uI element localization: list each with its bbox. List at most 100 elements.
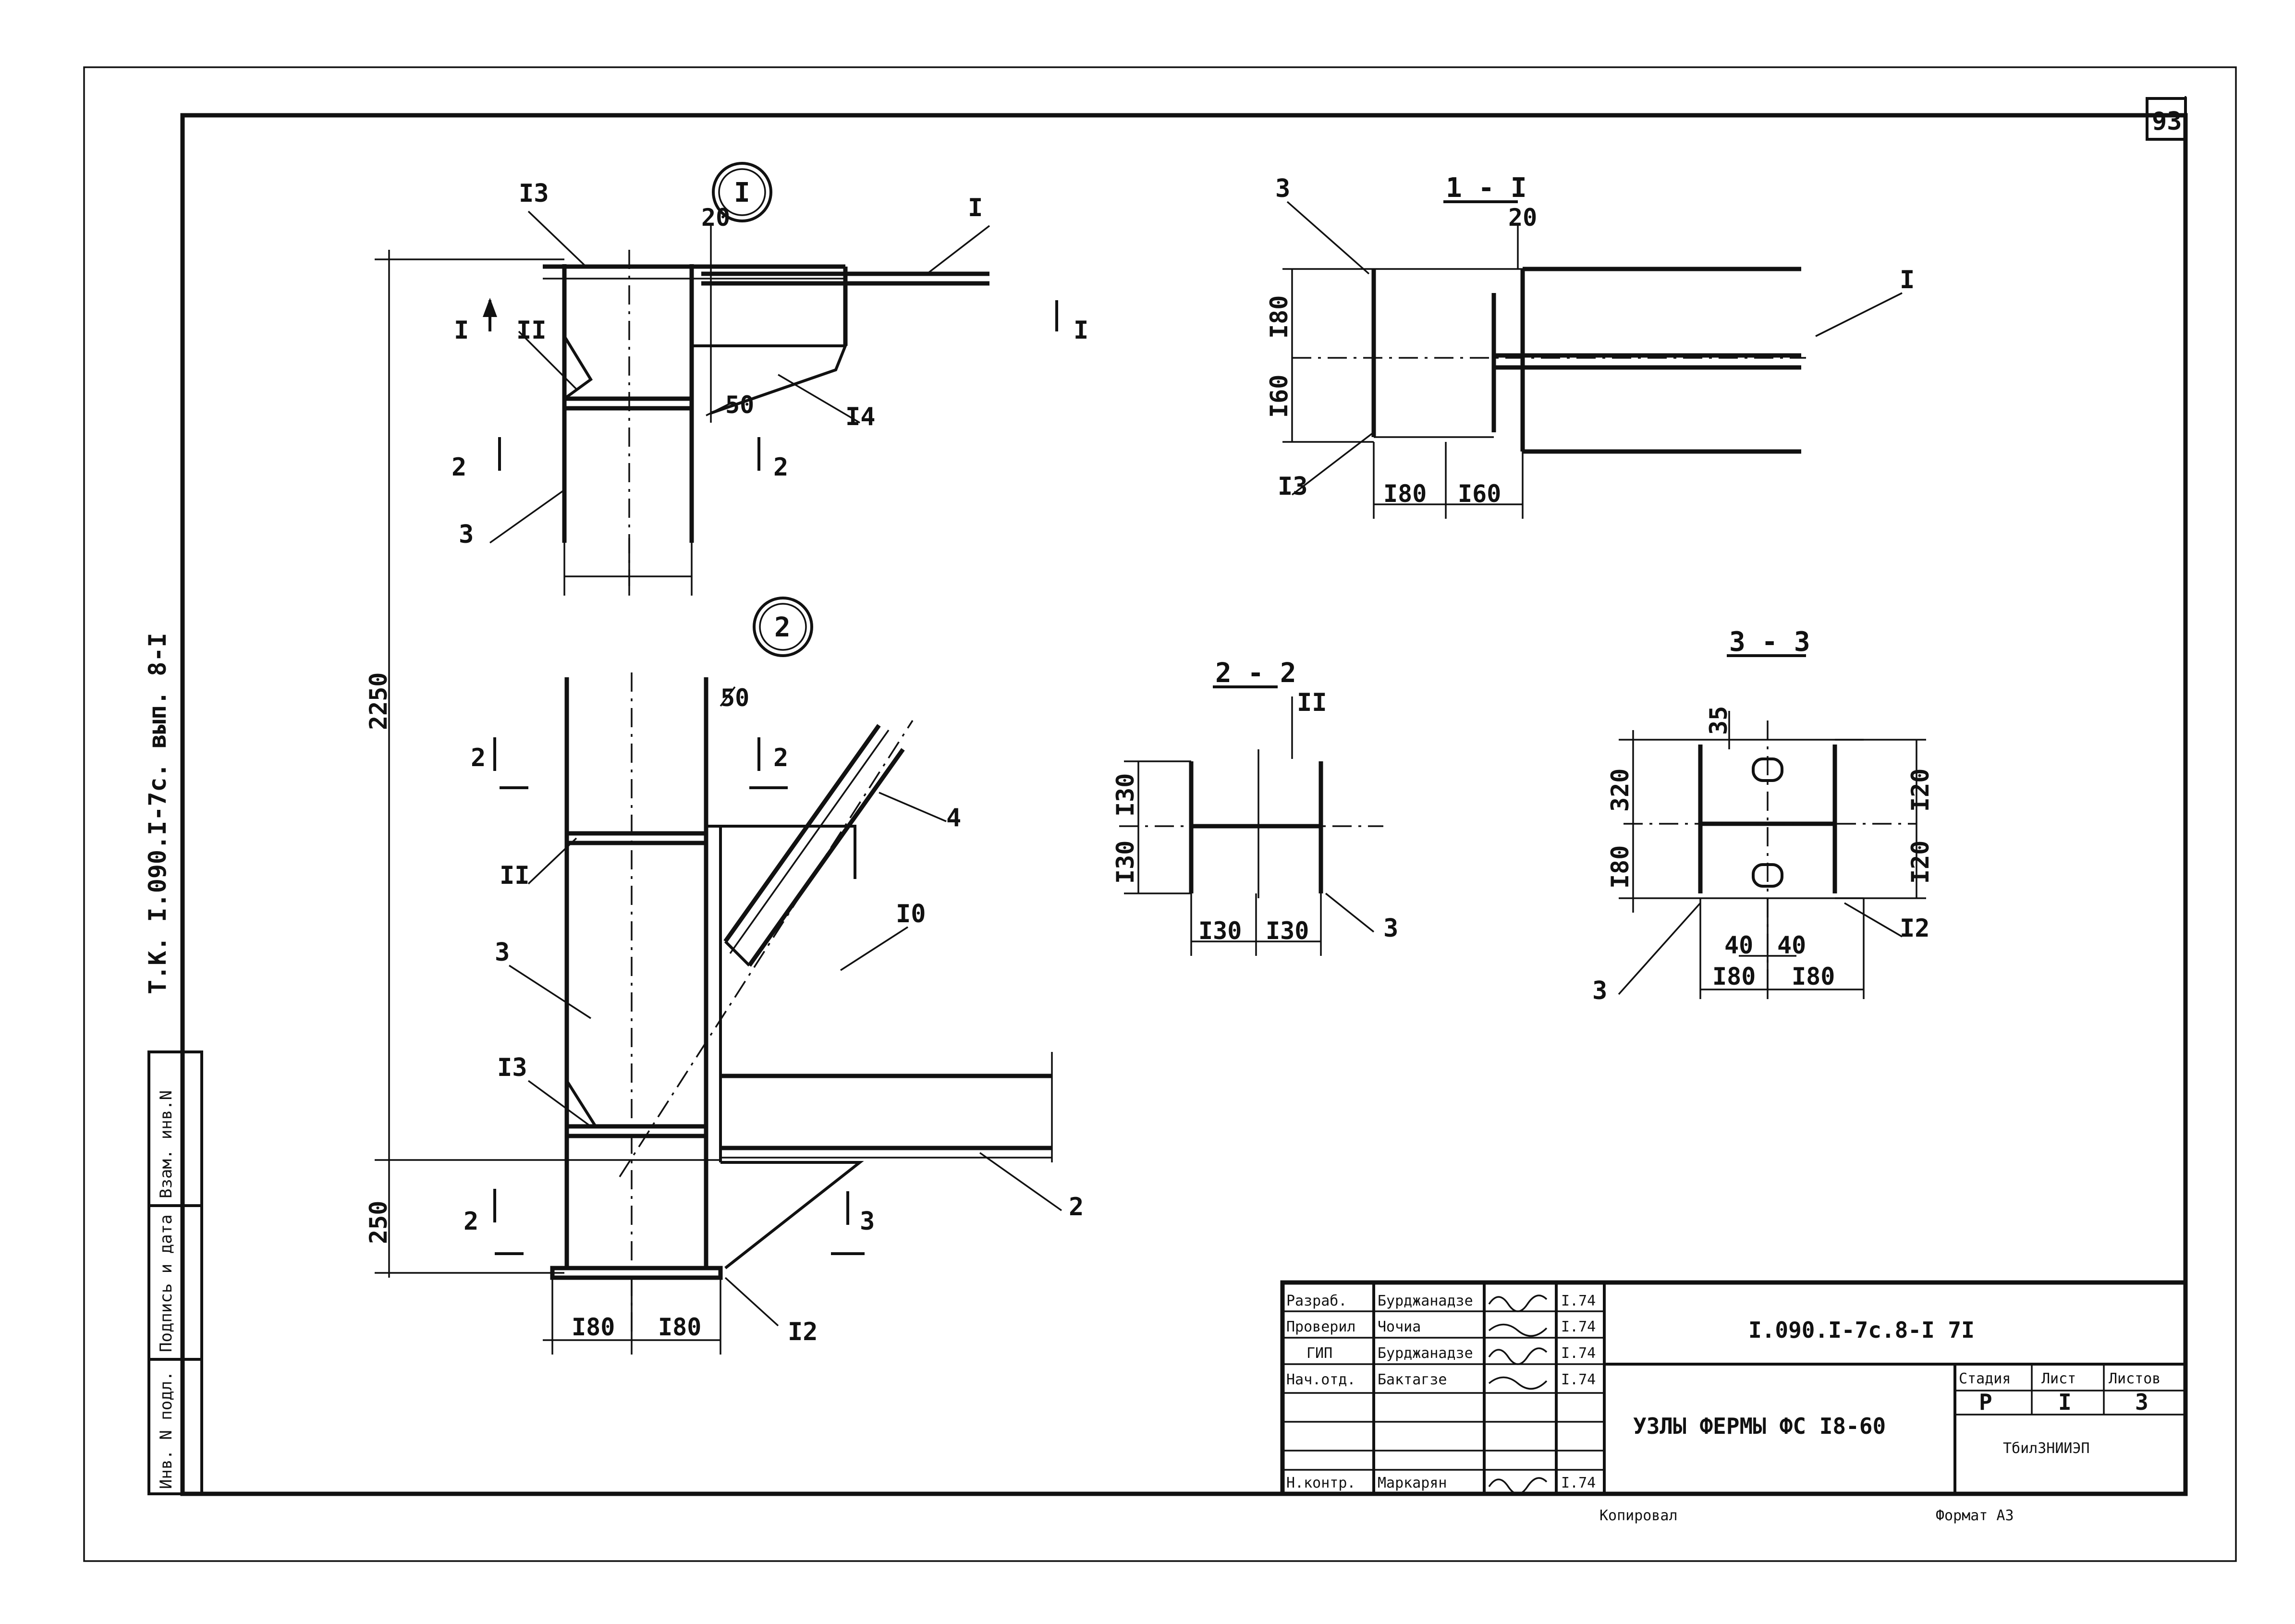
tb-role: Разраб.: [1286, 1293, 1347, 1309]
tb-header-sheets: Листов: [2109, 1370, 2161, 1387]
sheet-number: 93: [2152, 107, 2182, 136]
section-1-1-dim: I80: [1383, 480, 1427, 508]
doc-code: I.090.I-7с.8-I 7I: [1748, 1317, 1975, 1343]
section-3-3-dim: I80: [1712, 963, 1756, 990]
node-1-label: 2: [452, 453, 466, 482]
side-stamp: Инв. N подл. Подпись и дата Взам. инв.N: [147, 1050, 203, 1495]
section-2-2: 2 - 2 II 3 I30 I30 I30 I30: [1111, 658, 1398, 956]
tb-name: Маркарян: [1378, 1475, 1447, 1491]
tb-role: Проверил: [1286, 1319, 1356, 1335]
section-1-1-dim: I60: [1265, 375, 1293, 418]
section-3-3: 3 - 3 35 3 I2 320 I80 I20 I20 40 40 I80 …: [1592, 626, 1934, 1005]
section-2-2-label: 3: [1383, 914, 1398, 943]
node-2-dim: I80: [572, 1313, 615, 1341]
side-reference: Т.К. I.090.I-7с. вып. 8-I: [144, 633, 171, 994]
section-3-3-dim: 40: [1724, 931, 1753, 959]
tb-date: I.74: [1561, 1293, 1596, 1309]
section-1-1-label: 3: [1275, 174, 1290, 203]
node-1-label: I: [454, 316, 469, 345]
section-3-3-label: 35: [1705, 706, 1733, 735]
overall-dim-250: 250: [365, 1201, 392, 1244]
stamp-inv-no: Инв. N подл.: [157, 1371, 176, 1489]
signature: [1488, 1477, 1548, 1495]
stamp-sign-date: Подпись и дата: [157, 1214, 176, 1352]
node-2-label: 2: [471, 744, 486, 772]
section-3-3-dim: 320: [1606, 769, 1634, 812]
node-2-label: 2: [464, 1207, 478, 1236]
section-3-3-dim: I80: [1792, 963, 1835, 990]
tb-date: I.74: [1561, 1475, 1596, 1491]
node-1-label: I: [968, 194, 983, 222]
tb-date: I.74: [1561, 1371, 1596, 1388]
node-2-badge-label: 2: [774, 612, 791, 643]
tb-header-sheet: Лист: [2041, 1370, 2076, 1387]
node-2-dim: I80: [658, 1313, 701, 1341]
section-3-3-title: 3 - 3: [1729, 626, 1810, 658]
signature: [1488, 1376, 1548, 1390]
section-3-3-dim: I80: [1606, 845, 1634, 889]
inner-frame: [180, 113, 2188, 1496]
tb-role: Нач.отд.: [1286, 1371, 1356, 1388]
tb-role: Н.контр.: [1286, 1475, 1356, 1491]
node-2-label: 4: [946, 804, 961, 832]
section-3-3-dim: 40: [1777, 931, 1806, 959]
tb-sheets-value: 3: [2135, 1389, 2149, 1415]
section-3-3-dim: I20: [1906, 769, 1934, 812]
node-1-label: II: [516, 316, 547, 345]
tb-role: ГИП: [1306, 1345, 1332, 1362]
tb-org: ТбилЗНИИЭП: [2003, 1440, 2090, 1457]
node-2-view: 2: [464, 597, 1084, 1355]
stamp-replace-inv: Взам. инв.N: [157, 1090, 176, 1198]
section-3-3-label: I2: [1900, 914, 1930, 943]
signature: [1488, 1323, 1548, 1337]
tb-sheet-value: I: [2058, 1389, 2072, 1415]
node-1-label: I3: [519, 179, 549, 208]
tb-name: Бурджанадзе: [1378, 1293, 1473, 1309]
signature: [1488, 1294, 1548, 1312]
tb-date: I.74: [1561, 1345, 1596, 1362]
section-3-3-label: 3: [1592, 977, 1607, 1005]
node-2-label: 2: [1069, 1193, 1084, 1221]
node-1-label: 3: [459, 520, 474, 549]
section-2-2-dim: I30: [1266, 917, 1309, 945]
node-1-badge-label: I: [734, 177, 750, 208]
node-2-label: 50: [720, 684, 749, 712]
section-1-1-label: I3: [1278, 472, 1308, 501]
tb-name: Чочиа: [1378, 1319, 1421, 1335]
node-2-label: I0: [896, 900, 926, 928]
footer-format: Формат А3: [1936, 1507, 2014, 1524]
node-1-label: 20: [701, 204, 730, 232]
node-2-label: 2: [773, 744, 788, 772]
outer-frame: [83, 66, 2237, 1562]
overall-dim-2250: 2250: [365, 672, 392, 730]
node-1-view: I I3 20 I I: [365, 162, 1088, 1278]
section-2-2-title: 2 - 2: [1215, 658, 1296, 689]
tb-name: Бурджанадзе: [1378, 1345, 1473, 1362]
node-1-label: 50: [725, 391, 754, 419]
node-1-label: I: [1074, 316, 1088, 345]
section-1-1: 1 - I 3 20 I I3 I80 I60 I80 I60: [1265, 172, 1915, 519]
tb-date: I.74: [1561, 1319, 1596, 1335]
section-2-2-dim: I30: [1198, 917, 1242, 945]
section-2-2-dim: I30: [1111, 773, 1139, 817]
doc-title: УЗЛЫ ФЕРМЫ ФС I8-60: [1633, 1413, 1886, 1439]
signature: [1488, 1347, 1548, 1365]
section-3-3-dim: I20: [1906, 841, 1934, 884]
node-2-label: 3: [495, 938, 510, 967]
node-1-label: I4: [845, 403, 876, 431]
node-2-label: II: [500, 861, 530, 890]
section-1-1-label: I: [1900, 266, 1915, 294]
node-2-badge: [753, 597, 813, 657]
node-1-label: 2: [773, 453, 788, 482]
footer-copied: Копировал: [1599, 1507, 1678, 1524]
node-2-label: 3: [860, 1207, 875, 1236]
title-block: [1280, 1280, 2188, 1496]
sheet-number-box: [2146, 97, 2187, 141]
section-1-1-dim: I60: [1458, 480, 1501, 508]
node-1-badge: [712, 162, 772, 222]
section-2-2-label: II: [1297, 688, 1327, 717]
section-1-1-label: 20: [1508, 204, 1537, 232]
section-2-2-dim: I30: [1111, 841, 1139, 884]
section-1-1-dim: I80: [1265, 295, 1293, 339]
